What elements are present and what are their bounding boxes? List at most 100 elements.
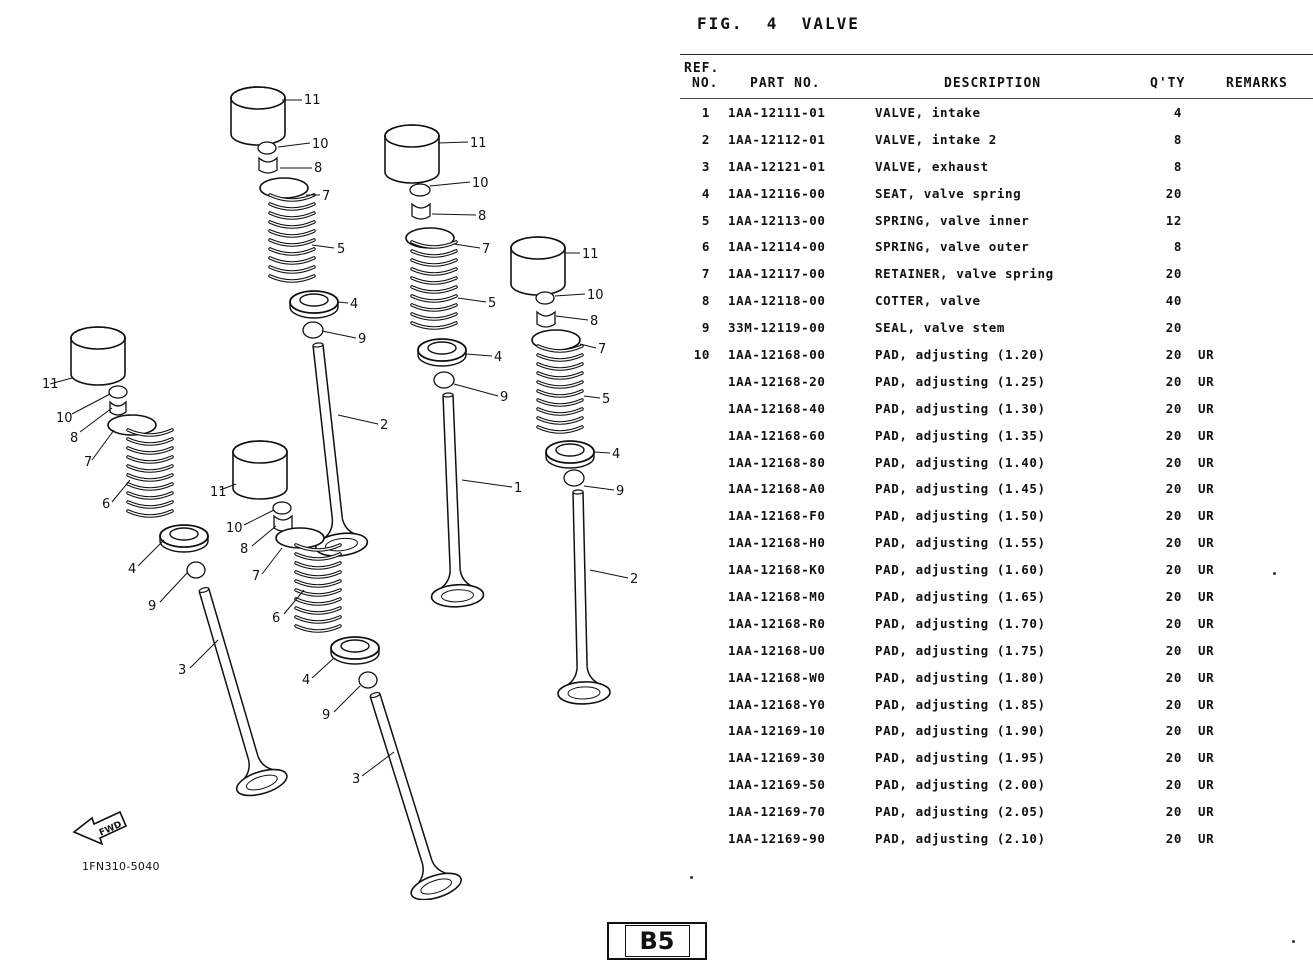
scan-speck (1273, 572, 1276, 575)
part-no-cell: 1AA-12112-01 (728, 131, 826, 147)
qty-cell: 20 (1165, 696, 1182, 712)
description-cell: SEAL, valve stem (875, 320, 1006, 336)
callout-3: 3 (352, 772, 360, 787)
description-cell: PAD, adjusting (1.25) (875, 373, 1046, 389)
callout-7: 7 (482, 242, 490, 257)
qty-cell: 20 (1165, 831, 1182, 847)
part-no-cell: 1AA-12118-00 (728, 293, 826, 309)
description-cell: COTTER, valve (875, 293, 981, 309)
part-no-cell: 1AA-12169-10 (728, 723, 826, 739)
callout-10: 10 (226, 521, 243, 536)
remarks-cell: UR (1198, 373, 1215, 389)
qty-cell: 8 (1173, 158, 1182, 174)
callout-5: 5 (488, 296, 496, 311)
description-cell: PAD, adjusting (1.80) (875, 669, 1046, 685)
part-no-cell: 1AA-12168-A0 (728, 481, 826, 497)
callout-5: 5 (337, 242, 345, 257)
qty-cell: 20 (1165, 481, 1182, 497)
callout-8: 8 (314, 161, 322, 176)
callout-1: 1 (514, 481, 522, 496)
valve-assembly-c (232, 440, 466, 900)
ref-cell: 7 (701, 266, 710, 282)
part-no-cell: 1AA-12168-Y0 (728, 696, 826, 712)
callout-6: 6 (102, 497, 110, 512)
remarks-cell: UR (1198, 535, 1215, 551)
callout-6: 6 (272, 611, 280, 626)
qty-cell: 20 (1165, 185, 1182, 201)
callout-7: 7 (84, 455, 92, 470)
remarks-cell: UR (1198, 427, 1215, 443)
description-cell: PAD, adjusting (1.45) (875, 481, 1046, 497)
header-ref-line1: REF. (684, 61, 720, 76)
callout-11: 11 (582, 247, 599, 262)
callout-11: 11 (42, 377, 59, 392)
callout-7: 7 (322, 189, 330, 204)
table-row: 1AA-12168-A0 PAD, adjusting (1.45) 20 UR (680, 479, 1313, 506)
part-no-cell: 1AA-12168-M0 (728, 589, 826, 605)
part-no-cell: 1AA-12168-40 (728, 400, 826, 416)
qty-cell: 4 (1173, 105, 1182, 120)
part-no-cell: 1AA-12168-80 (728, 454, 826, 470)
part-no-cell: 1AA-12168-K0 (728, 562, 826, 578)
description-cell: PAD, adjusting (1.20) (875, 347, 1046, 363)
header-top-rule (680, 54, 1313, 55)
remarks-cell: UR (1198, 481, 1215, 497)
qty-cell: 20 (1165, 589, 1182, 605)
remarks-cell: UR (1198, 723, 1215, 739)
header-ref-line2: NO. (692, 76, 719, 91)
callout-8: 8 (478, 209, 486, 224)
description-cell: SPRING, valve inner (875, 212, 1030, 228)
scan-speck (1292, 940, 1295, 943)
qty-cell: 20 (1165, 454, 1182, 470)
callout-8: 8 (590, 314, 598, 329)
part-no-cell: 1AA-12116-00 (728, 185, 826, 201)
description-cell: PAD, adjusting (2.00) (875, 777, 1046, 793)
part-no-cell: 1AA-12168-20 (728, 373, 826, 389)
part-no-cell: 1AA-12117-00 (728, 266, 826, 282)
part-no-cell: 1AA-12168-R0 (728, 615, 826, 631)
part-no-cell: 1AA-12169-30 (728, 750, 826, 766)
callout-7: 7 (598, 342, 606, 357)
callout-10: 10 (312, 137, 329, 152)
ref-cell: 6 (701, 239, 710, 255)
part-no-cell: 1AA-12168-00 (728, 347, 826, 363)
description-cell: PAD, adjusting (1.95) (875, 750, 1046, 766)
description-cell: VALVE, intake (875, 105, 981, 120)
qty-cell: 20 (1165, 750, 1182, 766)
callout-3: 3 (178, 663, 186, 678)
part-no-cell: 1AA-12169-90 (728, 831, 826, 847)
description-cell: SPRING, valve outer (875, 239, 1030, 255)
remarks-cell: UR (1198, 400, 1215, 416)
page-label-box: B5 (607, 922, 707, 960)
ref-cell: 10 (693, 347, 710, 363)
description-cell: PAD, adjusting (1.55) (875, 535, 1046, 551)
description-cell: PAD, adjusting (1.40) (875, 454, 1046, 470)
qty-cell: 20 (1165, 669, 1182, 685)
figure-number: 4 (766, 14, 779, 33)
remarks-cell: UR (1198, 347, 1215, 363)
part-no-cell: 1AA-12169-50 (728, 777, 826, 793)
header-part-no: PART NO. (750, 76, 821, 91)
exploded-valve-diagram: 11 10 8 7 5 4 9 2 11 10 8 7 5 4 9 1 11 1… (42, 86, 638, 900)
description-cell: PAD, adjusting (1.50) (875, 508, 1046, 524)
header-qty: Q'TY (1150, 76, 1186, 91)
valve-assembly-d (384, 124, 485, 609)
callout-2: 2 (630, 572, 638, 587)
remarks-cell: UR (1198, 589, 1215, 605)
remarks-cell: UR (1198, 669, 1215, 685)
callout-4: 4 (128, 562, 136, 577)
